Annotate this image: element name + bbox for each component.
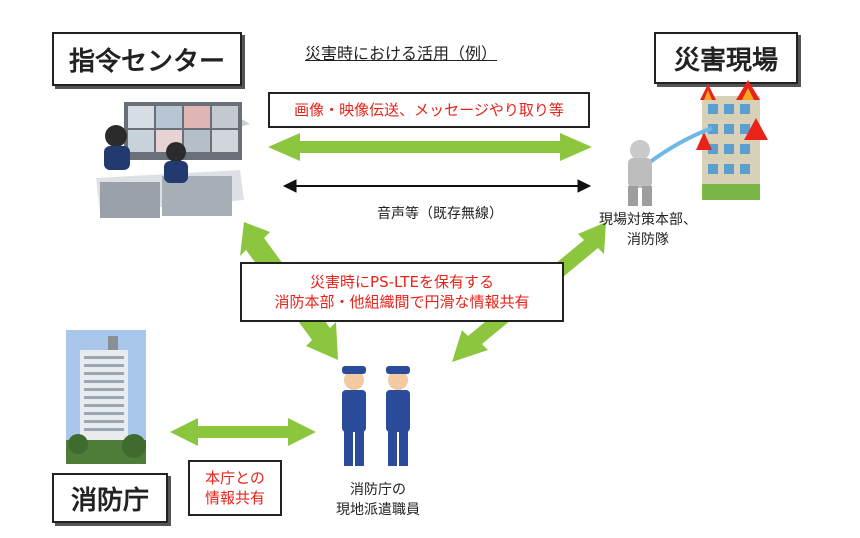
info-share-line1: 災害時にPS-LTEを保有する [310,273,494,291]
video-transfer-arrow [268,133,592,161]
disaster-site-illustration [628,80,768,206]
hq-share-line2: 情報共有 [204,489,265,507]
site-hq-label: 現場対策本部、 消防隊 [578,210,718,250]
dispatched-staff-illustration [342,366,410,466]
info-share-label: 災害時にPS-LTEを保有する 消防本部・他組織間で円滑な情報共有 [240,262,564,322]
voice-arrow [282,179,592,193]
dispatched-line2: 現地派遣職員 [336,502,420,518]
disaster-site-box: 災害現場 [654,32,798,84]
site-hq-line2: 消防隊 [627,232,669,248]
hq-share-label: 本庁との 情報共有 [188,460,282,516]
dispatched-staff-label: 消防庁の 現地派遣職員 [318,480,438,520]
info-share-line2: 消防本部・他組織間で円滑な情報共有 [274,293,530,311]
voice-label: 音声等（既存無線） [377,206,503,222]
fdma-building-photo [66,330,146,464]
command-center-illustration [96,102,250,218]
site-hq-line1: 現場対策本部、 [599,212,697,228]
diagram-title: 災害時における活用（例） [305,44,498,63]
fdma-staff-arrow [170,418,316,446]
video-transfer-label: 画像・映像伝送、メッセージやり取り等 [268,92,590,128]
fdma-box: 消防庁 [52,473,168,523]
dispatched-line1: 消防庁の [350,482,406,498]
hq-share-line1: 本庁との [205,469,265,487]
command-center-box: 指令センター [52,32,242,86]
